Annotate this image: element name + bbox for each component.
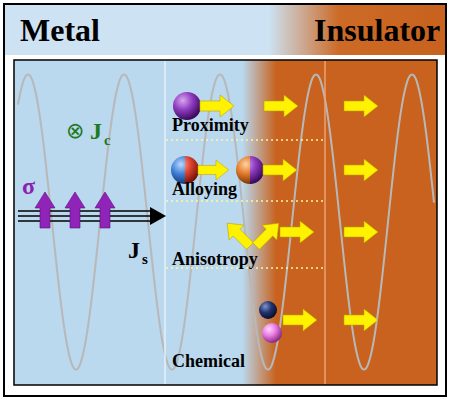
subscript: s [142,252,148,267]
outer-frame [4,4,446,396]
mechanism-label: Alloying [172,180,237,198]
charge-current-symbol: J [90,119,102,143]
mechanism-label: Chemical [172,352,245,370]
title-insulator: Insulator [314,14,440,46]
main-panel [14,60,437,385]
row-separators [166,140,324,268]
title-metal: Metal [20,14,100,46]
mechanism-label: Proximity [172,116,249,134]
anisotropy-row [220,216,378,254]
title-bar [5,5,445,55]
layer-line [324,61,326,384]
spin-symbol: σ [22,174,35,198]
into-page-symbol: ⊗ [66,120,84,142]
subscript: c [104,133,111,148]
mechanism-label: Anisotropy [172,250,258,268]
interface-line [164,61,166,384]
chemical-row [259,301,378,343]
spin-polarization-arrows [35,192,115,228]
spin-wave [18,74,434,369]
spin-current-symbol: J [128,238,140,262]
